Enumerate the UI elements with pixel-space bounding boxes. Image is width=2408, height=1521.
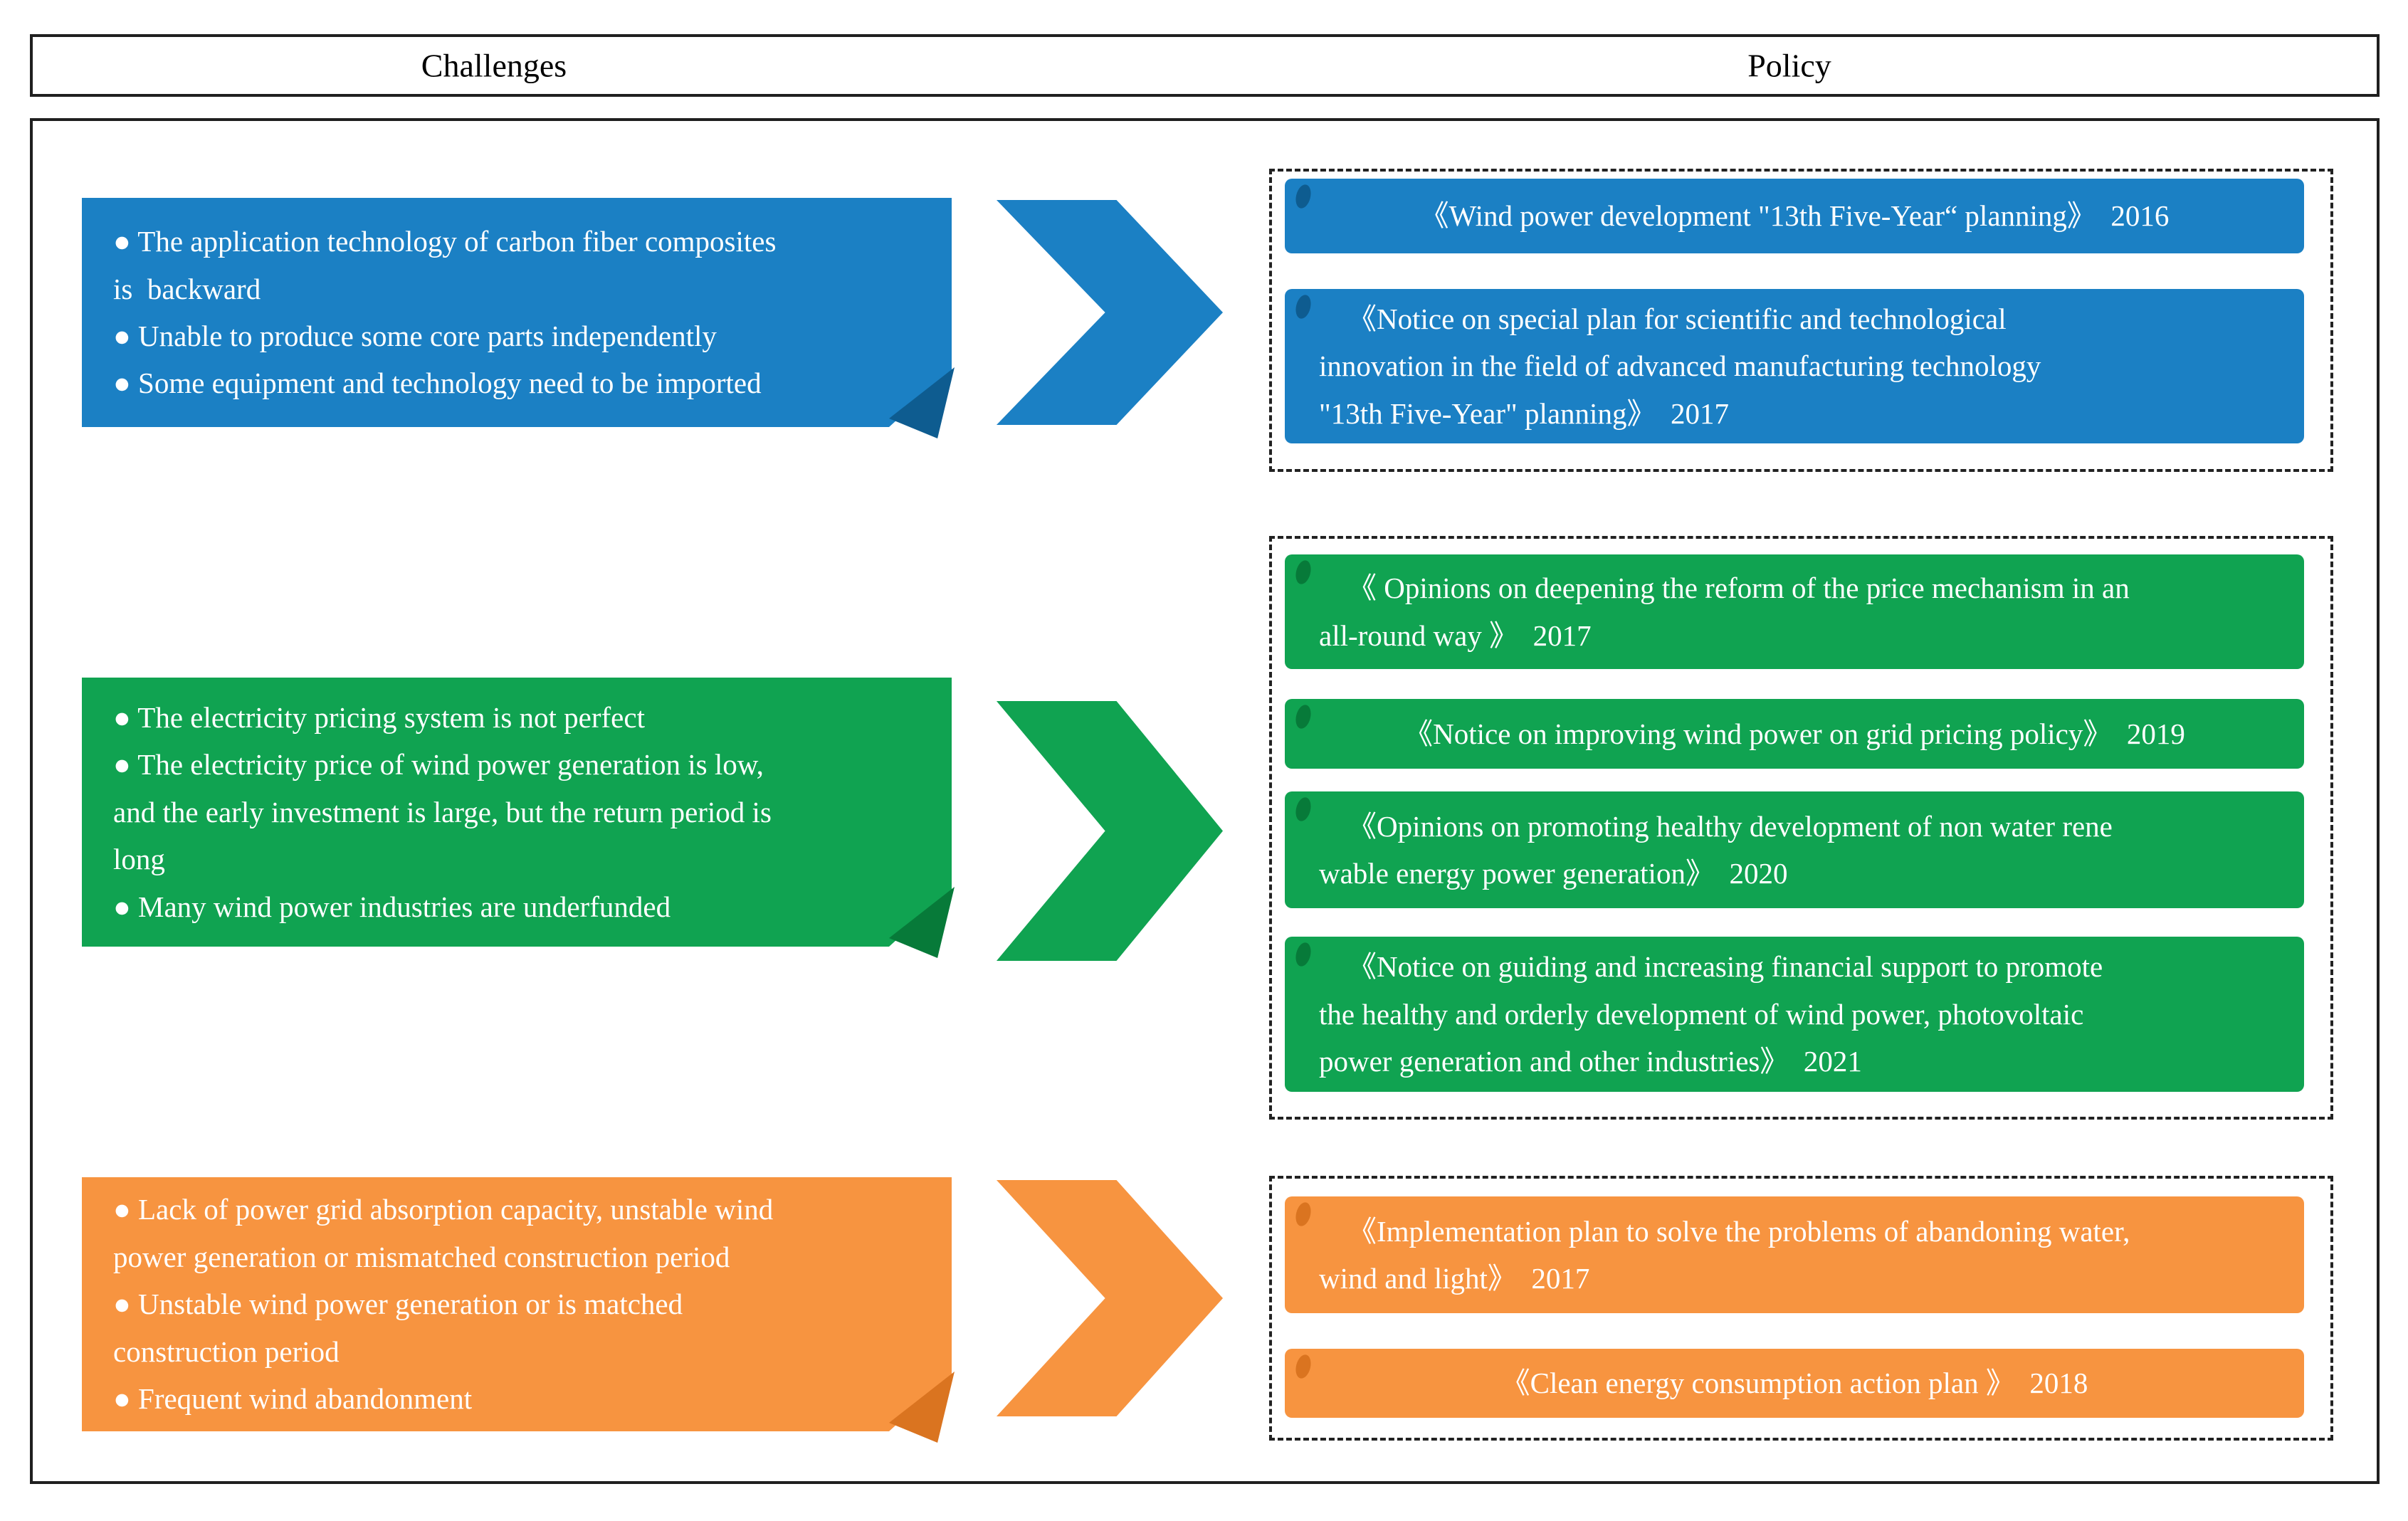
- policy-box-grid-pricing-2019: 《Notice on improving wind power on grid …: [1281, 682, 2307, 806]
- policy-text: 《Notice on improving wind power on grid …: [1404, 717, 2185, 750]
- policy-box-renewable-development-2020: 《Opinions on promoting healthy developme…: [1281, 774, 2307, 945]
- policy-text: 《 Opinions on deepening the reform of th…: [1319, 572, 2130, 652]
- policy-column-header: Policy: [1747, 47, 1831, 84]
- policy-group-pricing: [1269, 536, 2333, 1120]
- challenge-text-grid: ● Lack of power grid absorption capacity…: [113, 1193, 774, 1416]
- challenges-column-header: Challenges: [421, 47, 567, 84]
- policy-box-financial-support-2021: 《Notice on guiding and increasing financ…: [1281, 920, 2307, 1129]
- policy-text: 《Notice on guiding and increasing financ…: [1319, 950, 2103, 1078]
- policy-text: 《Notice on special plan for scientific a…: [1319, 302, 2041, 430]
- challenge-box-grid: ● Lack of power grid absorption capacity…: [82, 1177, 952, 1431]
- policy-text: 《Wind power development "13th Five-Year“…: [1419, 199, 2170, 233]
- header: Challenges Policy: [30, 34, 2380, 97]
- challenge-text-technology: ● The application technology of carbon f…: [113, 225, 777, 400]
- policy-box-implementation-plan-2017: 《Implementation plan to solve the proble…: [1281, 1179, 2307, 1350]
- policy-box-price-mechanism-2017: 《 Opinions on deepening the reform of th…: [1281, 537, 2307, 706]
- challenge-box-pricing: ● The electricity pricing system is not …: [82, 678, 952, 947]
- policy-box-wind-power-planning-2016: 《Wind power development "13th Five-Year“…: [1281, 162, 2307, 290]
- policy-group-technology: [1269, 169, 2333, 472]
- policy-text: 《Implementation plan to solve the proble…: [1319, 1214, 2130, 1295]
- policy-group-grid: [1269, 1176, 2333, 1441]
- policy-box-sci-tech-innovation-2017: 《Notice on special plan for scientific a…: [1281, 272, 2307, 480]
- policy-box-clean-energy-2018: 《Clean energy consumption action plan 》 …: [1281, 1332, 2307, 1455]
- policy-text: 《Opinions on promoting healthy developme…: [1319, 809, 2113, 890]
- challenge-text-pricing: ● The electricity pricing system is not …: [113, 700, 772, 923]
- challenge-box-technology: ● The application technology of carbon f…: [82, 198, 952, 427]
- policy-text: 《Clean energy consumption action plan 》 …: [1500, 1367, 2088, 1400]
